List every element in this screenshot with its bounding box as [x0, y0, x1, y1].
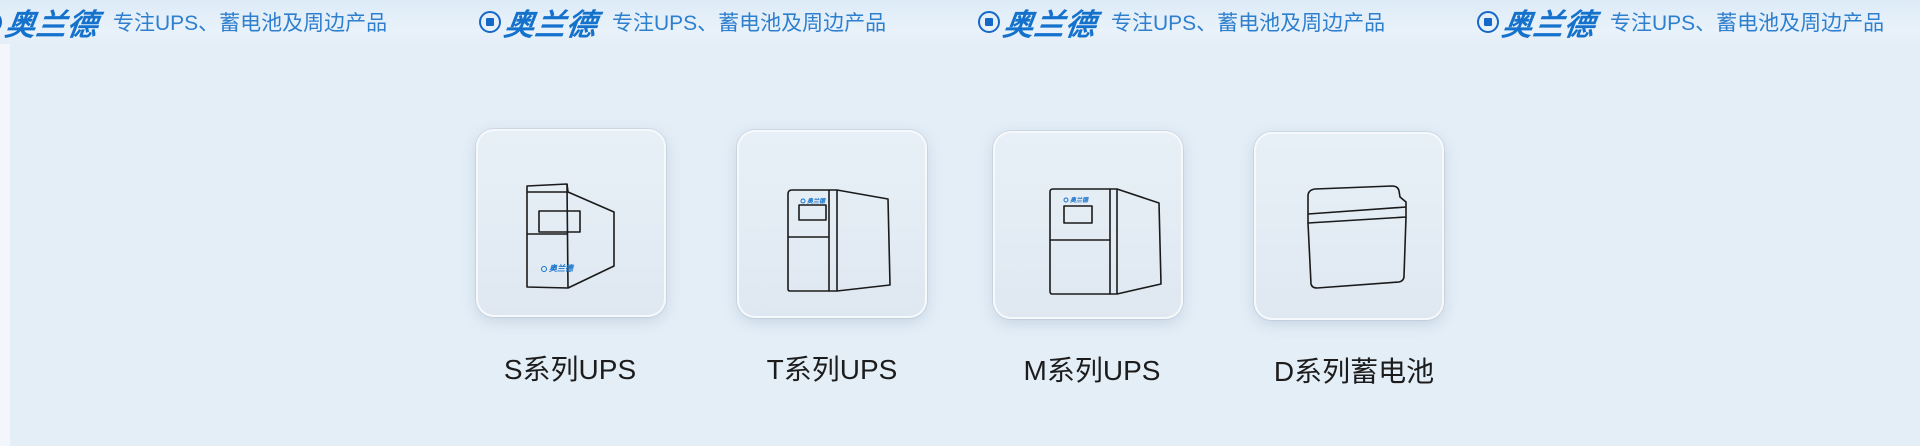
- product-card-m-series[interactable]: 奥兰德: [993, 131, 1183, 319]
- tower-ups-icon: 奥兰德: [1049, 188, 1162, 295]
- brand-emblem-icon: [479, 11, 501, 33]
- brand-emblem-icon: [0, 11, 2, 33]
- product-card-d-series[interactable]: [1254, 132, 1444, 320]
- brand-slogan: 专注UPS、蓄电池及周边产品: [612, 12, 887, 35]
- product-label-m-series[interactable]: M系列UPS: [1023, 355, 1161, 386]
- product-card-t-series[interactable]: 奥兰德: [737, 130, 927, 318]
- battery-icon: [1307, 185, 1407, 289]
- brand-slogan: 专注UPS、蓄电池及周边产品: [113, 12, 388, 35]
- marquee-item: 奥兰德 专注UPS、蓄电池及周边产品: [479, 0, 978, 44]
- product-logo-text: 奥兰德: [807, 197, 827, 205]
- left-edge-strip: [0, 0, 10, 446]
- brand-marquee-banner: 奥兰德 专注UPS、蓄电池及周边产品 奥兰德 专注UPS、蓄电池及周边产品 奥兰…: [0, 0, 1920, 44]
- brand-emblem-icon: [1477, 11, 1499, 33]
- marquee-item: 奥兰德 专注UPS、蓄电池及周边产品: [0, 0, 479, 44]
- product-card-s-series[interactable]: 奥兰德: [476, 129, 666, 317]
- brand-logo-text: 奥兰德: [1001, 9, 1099, 42]
- tower-ups-icon: 奥兰德: [787, 189, 891, 292]
- product-logo-text: 奥兰德: [548, 264, 575, 273]
- product-label-d-series[interactable]: D系列蓄电池: [1273, 356, 1435, 387]
- brand-slogan: 专注UPS、蓄电池及周边产品: [1111, 12, 1386, 35]
- product-label-t-series[interactable]: T系列UPS: [766, 354, 898, 385]
- marquee-item: 奥兰德 专注UPS、蓄电池及周边产品: [978, 0, 1477, 44]
- brand-logo-text: 奥兰德: [1500, 9, 1598, 42]
- product-label-s-series[interactable]: S系列UPS: [503, 354, 637, 385]
- marquee-track: 奥兰德 专注UPS、蓄电池及周边产品 奥兰德 专注UPS、蓄电池及周边产品 奥兰…: [0, 0, 1920, 44]
- brand-logo-text: 奥兰德: [502, 9, 600, 42]
- marquee-item: 奥兰德 专注UPS、蓄电池及周边产品: [1477, 0, 1920, 44]
- tower-ups-icon: 奥兰德: [526, 183, 615, 289]
- brand-emblem-icon: [978, 11, 1000, 33]
- brand-slogan: 专注UPS、蓄电池及周边产品: [1610, 12, 1885, 35]
- product-logo-text: 奥兰德: [1070, 196, 1090, 204]
- brand-logo-text: 奥兰德: [3, 9, 101, 42]
